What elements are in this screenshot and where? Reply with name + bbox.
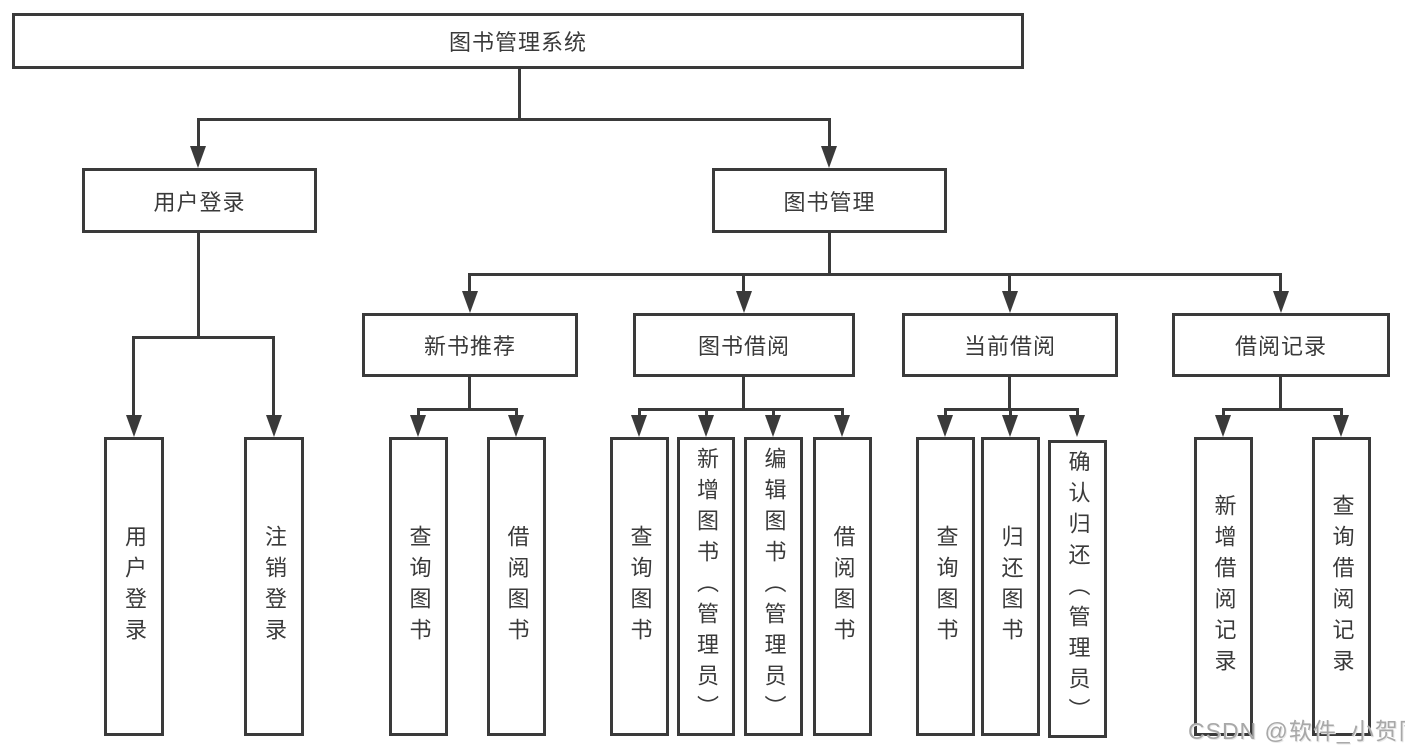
arrow-down-icon	[821, 146, 837, 168]
node-label: 查询借阅记录	[1329, 493, 1355, 680]
connector-line	[742, 273, 745, 297]
connector-line	[841, 408, 844, 420]
leaf-query-books: 查询图书	[610, 437, 669, 736]
arrow-down-icon	[126, 415, 142, 437]
arrow-down-icon	[937, 415, 953, 437]
connector-line	[772, 408, 775, 420]
connector-line	[1340, 408, 1343, 420]
leaf-query-books: 查询图书	[389, 437, 448, 736]
connector-line	[518, 69, 521, 121]
node-label: 用户登录	[153, 189, 246, 215]
arrow-down-icon	[190, 146, 206, 168]
arrow-down-icon	[1273, 291, 1289, 313]
connector-line	[197, 233, 200, 339]
arrow-down-icon	[1333, 415, 1349, 437]
node-new-book-recommend: 新书推荐	[362, 313, 578, 377]
arrow-down-icon	[765, 415, 781, 437]
arrow-down-icon	[410, 415, 426, 437]
connector-line	[1009, 408, 1012, 420]
connector-line	[197, 118, 200, 150]
connector-line	[417, 408, 518, 411]
node-label: 新书推荐	[423, 334, 516, 359]
arrow-down-icon	[736, 291, 752, 313]
arrow-down-icon	[462, 291, 478, 313]
connector-line	[828, 118, 831, 150]
node-label: 借阅记录	[1234, 334, 1327, 359]
node-label: 图书管理系统	[448, 30, 587, 55]
node-label: 借阅图书	[504, 524, 530, 649]
leaf-query-books: 查询图书	[916, 437, 975, 736]
node-label: 归还图书	[998, 524, 1024, 649]
node-label: 图书管理	[783, 189, 876, 215]
leaf-query-borrow-record: 查询借阅记录	[1312, 437, 1371, 736]
node-label: 编辑图书（管理员）	[761, 447, 787, 726]
connector-line	[742, 377, 745, 410]
connector-line	[132, 336, 275, 339]
connector-line	[638, 408, 641, 420]
node-label: 图书借阅	[697, 334, 790, 359]
leaf-borrow-books: 借阅图书	[813, 437, 872, 736]
leaf-logout: 注销登录	[244, 437, 304, 736]
node-label: 借阅图书	[830, 524, 856, 649]
node-label: 确认归还（管理员）	[1065, 449, 1091, 729]
connector-line	[1222, 408, 1343, 411]
leaf-confirm-return-admin: 确认归还（管理员）	[1048, 440, 1107, 738]
arrow-down-icon	[1002, 291, 1018, 313]
connector-line	[1008, 377, 1011, 410]
connector-line	[515, 408, 518, 420]
leaf-add-book-admin: 新增图书（管理员）	[677, 437, 735, 736]
connector-line	[828, 233, 831, 276]
node-label: 查询图书	[627, 524, 653, 649]
arrow-down-icon	[698, 415, 714, 437]
arrow-down-icon	[508, 415, 524, 437]
node-label: 查询图书	[933, 524, 959, 649]
connector-line	[1279, 377, 1282, 410]
arrow-down-icon	[631, 415, 647, 437]
leaf-add-borrow-record: 新增借阅记录	[1194, 437, 1253, 736]
node-label: 查询图书	[406, 524, 432, 649]
node-book-borrowing: 图书借阅	[633, 313, 855, 377]
arrow-down-icon	[1002, 415, 1018, 437]
connector-line	[1076, 408, 1079, 420]
arrow-down-icon	[1069, 415, 1085, 437]
arrow-down-icon	[1215, 415, 1231, 437]
connector-line	[1279, 273, 1282, 297]
node-borrowing-records: 借阅记录	[1172, 313, 1390, 377]
connector-line	[468, 273, 471, 297]
node-label: 当前借阅	[963, 334, 1056, 359]
connector-line	[468, 377, 471, 410]
node-user-login: 用户登录	[82, 168, 317, 233]
node-current-borrowing: 当前借阅	[902, 313, 1118, 377]
connector-line	[417, 408, 420, 420]
connector-line	[705, 408, 708, 420]
connector-line	[1008, 273, 1011, 297]
connector-line	[272, 336, 275, 420]
leaf-return-books: 归还图书	[981, 437, 1040, 736]
node-book-management: 图书管理	[712, 168, 947, 233]
connector-line	[132, 336, 135, 420]
arrow-down-icon	[266, 415, 282, 437]
connector-line	[197, 118, 831, 121]
leaf-user-login: 用户登录	[104, 437, 164, 736]
node-library-management-system: 图书管理系统	[12, 13, 1024, 69]
arrow-down-icon	[834, 415, 850, 437]
node-label: 新增借阅记录	[1211, 493, 1237, 680]
node-label: 用户登录	[122, 524, 147, 649]
node-label: 注销登录	[262, 524, 287, 649]
leaf-borrow-books: 借阅图书	[487, 437, 546, 736]
connector-line	[1222, 408, 1225, 420]
node-label: 新增图书（管理员）	[694, 447, 719, 726]
connector-line	[944, 408, 947, 420]
connector-line	[468, 273, 1281, 276]
csdn-watermark: CSDN @软件_小贺同学	[1188, 718, 1405, 744]
connector-line	[638, 408, 844, 411]
leaf-edit-book-admin: 编辑图书（管理员）	[744, 437, 803, 736]
